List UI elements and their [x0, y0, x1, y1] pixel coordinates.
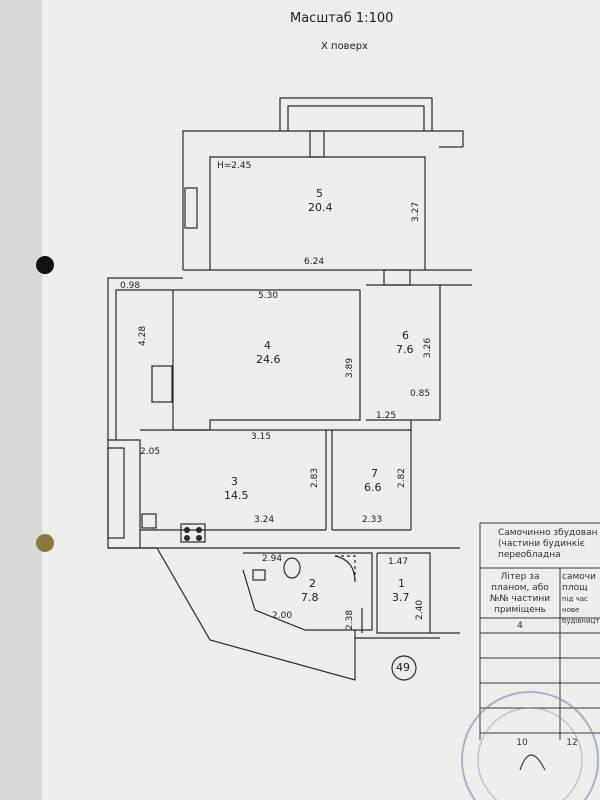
sink-icon: [141, 513, 157, 529]
room-3-area: 14.5: [224, 489, 249, 502]
room-4-area: 24.6: [256, 353, 281, 366]
punch-hole-icon: [36, 256, 54, 274]
paper-page: [42, 0, 600, 800]
section-marker-icon: [391, 655, 417, 681]
dimension-label: 2.82: [397, 467, 407, 488]
dimension-label: 2.40: [415, 599, 425, 620]
bath-fixture-icon: [252, 569, 266, 581]
burner-icon: [184, 535, 190, 541]
punch-hole-icon: [36, 534, 54, 552]
balcony-outline: [279, 97, 433, 131]
signature-icon: [519, 754, 546, 771]
dimension-label: 3.15: [251, 432, 272, 442]
window-icon: [151, 365, 173, 403]
dimension-label: 2.05: [140, 447, 161, 457]
dimension-label: 2.38: [345, 609, 355, 630]
room-1-number: 1: [398, 577, 405, 590]
dimension-label: 2.94: [262, 554, 283, 564]
dimension-label: 0.85: [410, 389, 431, 399]
dimension-label: 2.33: [362, 515, 383, 525]
dimension-label: 2.00: [272, 611, 293, 621]
dimension-label: 4.28: [138, 325, 148, 346]
door-swing-icon: [335, 555, 356, 582]
room-6-number: 6: [402, 329, 409, 342]
door-arc-icon: [334, 555, 356, 583]
dimension-label: 2.83: [310, 467, 320, 488]
official-stamp-inner-icon: [477, 707, 583, 800]
room-2-area: 7.8: [301, 591, 319, 604]
room-1-area: 3.7: [392, 591, 410, 604]
dimension-label: 3.26: [423, 337, 433, 358]
table-page-number: 10: [516, 738, 528, 748]
room-2-number: 2: [309, 577, 316, 590]
room-3-number: 3: [231, 475, 238, 488]
burner-icon: [184, 527, 190, 533]
dimension-label: 0.98: [120, 281, 141, 291]
table-page-number: 12: [566, 738, 578, 748]
section-marker-label: 49: [396, 661, 410, 674]
table-col1-header: Літер за планом, або №№ частини приміщен…: [489, 572, 551, 615]
table-header: Самочинно збудован (частини будинкіє пер…: [498, 528, 598, 560]
dimension-label: 5.30: [258, 291, 279, 301]
burner-icon: [196, 535, 202, 541]
window-icon: [383, 269, 411, 286]
room-5-number: 5: [316, 187, 323, 200]
ceiling-height-label: H=2.45: [217, 161, 252, 171]
dimension-label: 1.25: [376, 411, 397, 421]
room-2-outline: [242, 552, 373, 631]
room-5-area: 20.4: [308, 201, 333, 214]
loggia-inner-outline: [115, 289, 173, 440]
dimension-label: 6.24: [304, 257, 325, 267]
table-col2-header: самочи площ під час нове будівницт: [562, 572, 600, 625]
room-4-number: 4: [264, 339, 271, 352]
official-stamp-icon: [461, 691, 599, 800]
room-7-number: 7: [371, 467, 378, 480]
burner-icon: [196, 527, 202, 533]
stove-icon: [180, 523, 206, 543]
room-6-area: 7.6: [396, 343, 414, 356]
dimension-label: 3.89: [345, 357, 355, 378]
balcony-door-icon: [107, 447, 125, 539]
dimension-label: 3.27: [411, 201, 421, 222]
window-icon: [309, 130, 325, 158]
scale-label: Масштаб 1:100: [290, 11, 394, 26]
table-row-number: 4: [517, 621, 523, 631]
dimension-label: 3.24: [254, 515, 275, 525]
toilet-icon: [283, 557, 301, 579]
window-icon: [184, 187, 198, 229]
balcony-inner-outline: [287, 105, 425, 131]
loggia-outline: [107, 277, 183, 440]
floor-label: X поверх: [321, 41, 368, 52]
room-7-area: 6.6: [364, 481, 382, 494]
room-3-outline: [108, 439, 326, 531]
dimension-label: 1.47: [388, 557, 409, 567]
